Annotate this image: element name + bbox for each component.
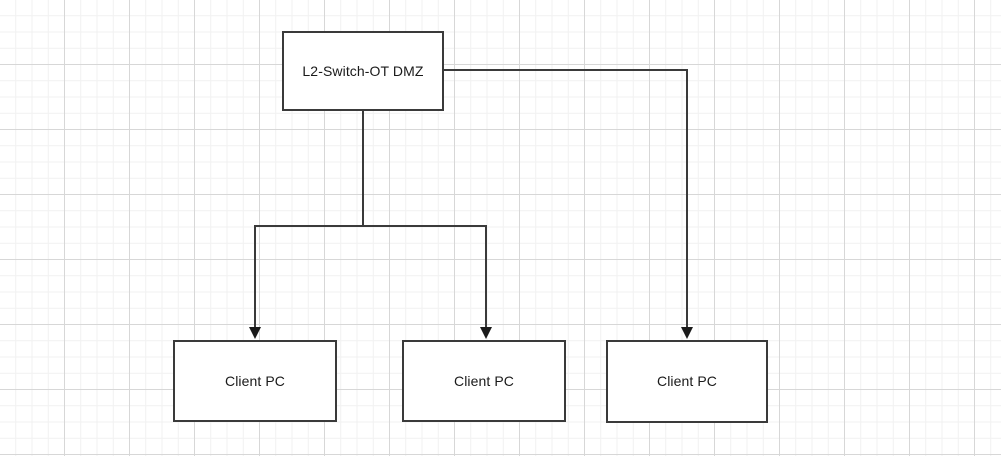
edge-switch-right — [444, 69, 688, 71]
edge-drop-client2 — [485, 225, 487, 327]
arrowhead-client2 — [480, 327, 492, 339]
arrowhead-client3 — [681, 327, 693, 339]
node-label-client-pc-1: Client PC — [224, 372, 286, 389]
edge-branch-bar — [254, 225, 487, 227]
node-client-pc-2[interactable]: Client PC — [402, 340, 566, 422]
edge-switch-trunk — [362, 111, 364, 227]
edge-drop-client1 — [254, 225, 256, 327]
node-label-client-pc-3: Client PC — [656, 373, 718, 390]
node-client-pc-1[interactable]: Client PC — [173, 340, 337, 422]
node-client-pc-3[interactable]: Client PC — [606, 340, 768, 423]
edge-drop-client3 — [686, 69, 688, 327]
node-label-switch: L2-Switch-OT DMZ — [302, 62, 424, 79]
arrowhead-client1 — [249, 327, 261, 339]
node-l2-switch-ot-dmz[interactable]: L2-Switch-OT DMZ — [282, 31, 444, 111]
node-label-client-pc-2: Client PC — [453, 372, 515, 389]
